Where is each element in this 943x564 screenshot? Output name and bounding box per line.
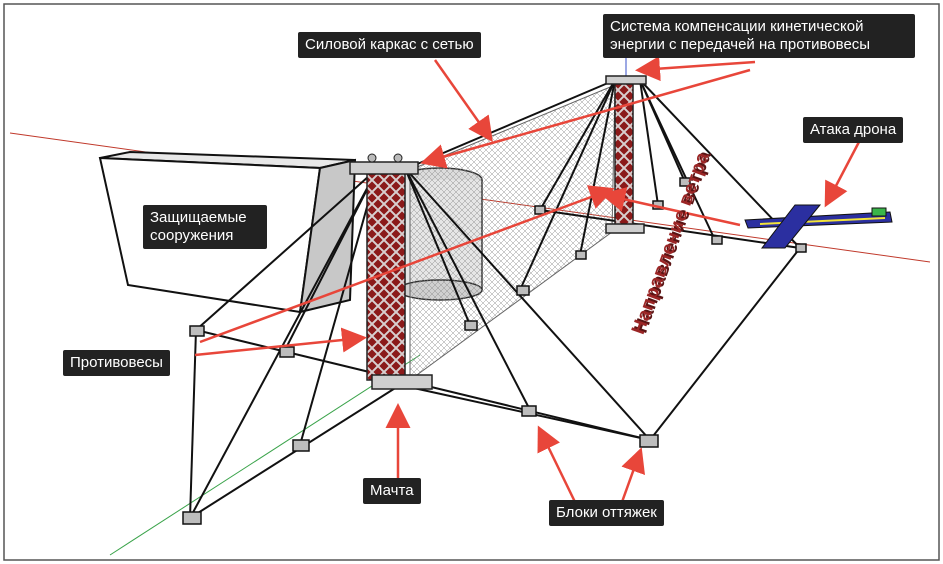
label-compensation-line1: Система компенсации кинетической xyxy=(610,18,864,35)
drone-illustration xyxy=(744,204,893,249)
guy-block-set xyxy=(182,177,807,525)
annotation-arrows xyxy=(194,56,862,503)
label-compensation-line2: энергии с передачей на противовесы xyxy=(610,36,871,53)
label-counterweights: Противовесы xyxy=(63,350,170,376)
label-frame-with-net: Силовой каркас с сетью xyxy=(298,32,481,58)
label-drone-attack: Атака дрона xyxy=(803,117,904,143)
image-border xyxy=(3,3,940,561)
guy-cables xyxy=(189,79,801,519)
label-compensation-system: Система компенсации кинетической энергии… xyxy=(603,14,915,58)
label-protected-line1: Защищаемые xyxy=(150,209,247,226)
label-guy-blocks: Блоки оттяжек xyxy=(549,500,664,526)
label-protected-structures: Защищаемые сооружения xyxy=(143,205,267,249)
label-mast: Мачта xyxy=(363,478,421,504)
label-protected-line2: сооружения xyxy=(150,227,234,244)
main-mast xyxy=(349,153,433,390)
green-axis-line xyxy=(109,354,421,556)
